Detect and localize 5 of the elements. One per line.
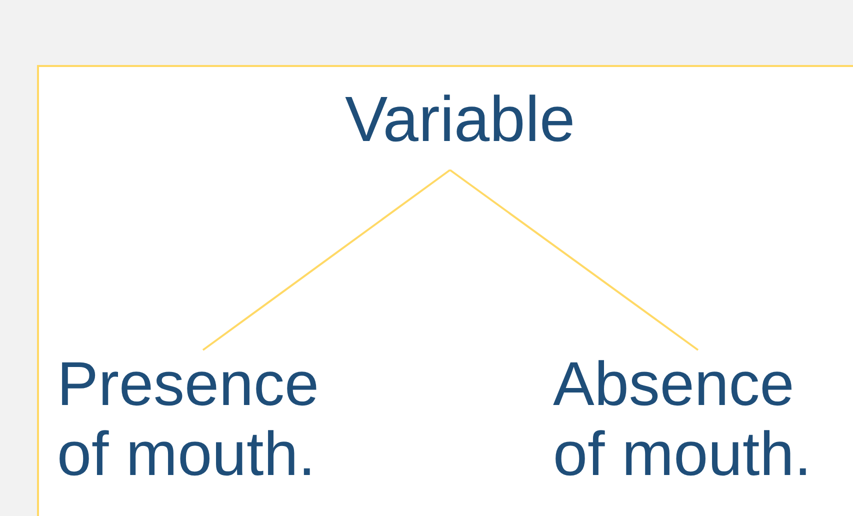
node-label: Variable: [344, 84, 576, 154]
connector-line: [449, 169, 699, 351]
node-label: Absence of mouth.: [552, 350, 812, 490]
connector-line: [202, 169, 451, 351]
node-label: Presence of mouth.: [56, 350, 320, 490]
